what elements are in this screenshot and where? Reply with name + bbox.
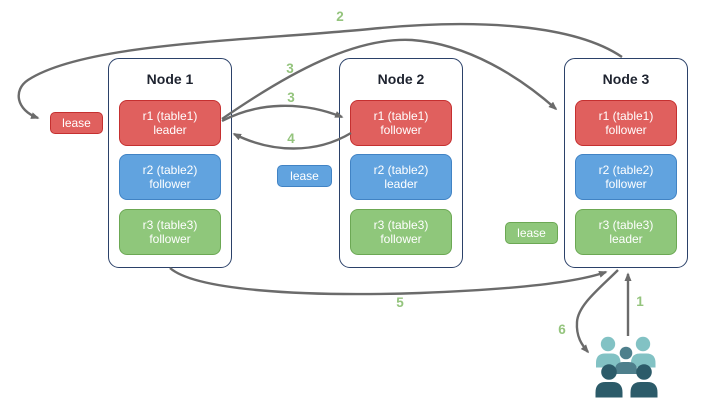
replica-name: r1 (table1) — [598, 109, 654, 123]
replica-role: follower — [380, 232, 422, 246]
replica-role: follower — [149, 177, 191, 191]
replica-role: leader — [609, 232, 643, 246]
node-2-replica-r1: r1 (table1) follower — [350, 100, 452, 146]
replica-role: follower — [149, 232, 191, 246]
node-3-replica-r1: r1 (table1) follower — [575, 100, 677, 146]
node-1: Node 1 r1 (table1) leader r2 (table2) fo… — [108, 58, 232, 268]
node-2-replica-r2: r2 (table2) leader — [350, 154, 452, 200]
step-label-2: 2 — [336, 9, 344, 24]
node-3-replica-r2: r2 (table2) follower — [575, 154, 677, 200]
step-label-6: 6 — [558, 322, 566, 337]
step-label-5: 5 — [396, 295, 404, 310]
replica-name: r1 (table1) — [373, 109, 429, 123]
step-label-1: 1 — [636, 294, 644, 309]
replica-name: r2 (table2) — [598, 163, 654, 177]
replica-role: follower — [605, 123, 647, 137]
node-2-title: Node 2 — [377, 71, 425, 87]
node-1-replica-r2: r2 (table2) follower — [119, 154, 221, 200]
node-3-replica-r3: r3 (table3) leader — [575, 209, 677, 255]
node-1-title: Node 1 — [146, 71, 194, 87]
node-2: Node 2 r1 (table1) follower r2 (table2) … — [339, 58, 463, 268]
node-2-replica-r3: r3 (table3) follower — [350, 209, 452, 255]
node-3-title: Node 3 — [602, 71, 650, 87]
lease-badge-r3: lease — [505, 222, 558, 244]
node-3: Node 3 r1 (table1) follower r2 (table2) … — [564, 58, 688, 268]
users-group-icon — [595, 336, 658, 398]
replica-name: r2 (table2) — [142, 163, 198, 177]
step-label-4: 4 — [287, 131, 295, 146]
replica-name: r1 (table1) — [142, 109, 198, 123]
lease-badge-r2: lease — [277, 165, 332, 187]
replica-role: leader — [384, 177, 418, 191]
arrow-step-3-to-node2 — [221, 104, 344, 123]
step-label-3b: 3 — [287, 90, 295, 105]
arrow-step-5 — [169, 267, 608, 296]
replica-name: r3 (table3) — [373, 218, 429, 232]
lease-badge-r1: lease — [50, 112, 103, 134]
replica-name: r2 (table2) — [373, 163, 429, 177]
node-1-replica-r3: r3 (table3) follower — [119, 209, 221, 255]
replica-role: follower — [380, 123, 422, 137]
node-1-replica-r1: r1 (table1) leader — [119, 100, 221, 146]
replica-name: r3 (table3) — [598, 218, 654, 232]
replica-name: r3 (table3) — [142, 218, 198, 232]
replica-role: leader — [153, 123, 187, 137]
replica-role: follower — [605, 177, 647, 191]
step-label-3a: 3 — [286, 61, 294, 76]
